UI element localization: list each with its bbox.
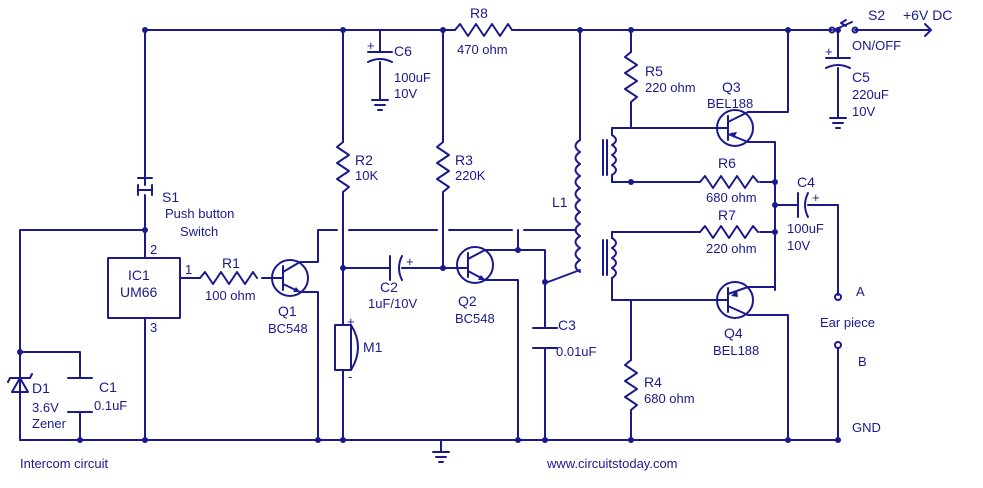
r4-ref: R4 (644, 374, 662, 390)
transistor-q1: Q1 BC548 (268, 259, 309, 336)
r1-value: 100 ohm (205, 288, 256, 303)
q2-part: BC548 (455, 311, 495, 326)
wires (19, 29, 931, 441)
ground-symbols (432, 439, 450, 463)
ic1-part: UM66 (120, 284, 158, 300)
s2-label: ON/OFF (852, 38, 901, 53)
c5-voltage: 10V (852, 104, 875, 119)
ic1-pin3: 3 (150, 320, 157, 335)
r7-ref: R7 (718, 207, 736, 223)
capacitor-c6: + C6 100uF 10V (367, 38, 431, 111)
resistor-r7: R7 220 ohm (699, 207, 759, 256)
coupling-coils (602, 127, 617, 301)
d1-value: 3.6V (32, 400, 59, 415)
earpiece-terminals: A Ear piece B GND (820, 284, 881, 435)
r8-value: 470 ohm (457, 42, 508, 57)
ear-piece-label: Ear piece (820, 315, 875, 330)
ic1-pin2: 2 (150, 242, 157, 257)
d1-ref: D1 (32, 380, 50, 396)
c1-ref: C1 (99, 379, 117, 395)
r6-value: 680 ohm (706, 190, 757, 205)
gnd-label: GND (852, 420, 881, 435)
r5-ref: R5 (645, 63, 663, 79)
supply-label: +6V DC (903, 7, 952, 23)
junctions (17, 27, 841, 443)
capacitor-c5: + C5 220uF 10V (825, 44, 889, 129)
resistor-r3: R3 220K (436, 141, 486, 193)
q3-ref: Q3 (722, 79, 741, 95)
r5-value: 220 ohm (645, 80, 696, 95)
resistor-r2: R2 10K (336, 141, 378, 193)
s1-ref: S1 (162, 189, 179, 205)
resistor-r8: R8 470 ohm (454, 5, 513, 57)
r2-value: 10K (355, 168, 378, 183)
microphone-m1: + - M1 (334, 314, 383, 384)
transistor-q3: Q3 BEL188 (707, 79, 754, 147)
c6-value: 100uF (394, 70, 431, 85)
m1-ref: M1 (363, 339, 383, 355)
switch-s1: S1 Push button Switch (137, 177, 234, 239)
ear-b-label: B (858, 354, 867, 369)
capacitor-c4: + C4 100uF 10V (787, 174, 824, 253)
s2-ref: S2 (868, 7, 885, 23)
c5-value: 220uF (852, 87, 889, 102)
zener-d1: D1 3.6V Zener (7, 373, 67, 431)
c4-voltage: 10V (787, 238, 810, 253)
resistor-r4: R4 680 ohm (624, 359, 695, 421)
c2-plus: + (406, 254, 414, 269)
resistor-r6: R6 680 ohm (699, 155, 759, 205)
c1-value: 0.1uF (94, 398, 127, 413)
c3-value: 0.01uF (556, 344, 597, 359)
c6-plus: + (367, 38, 375, 53)
c5-plus: + (825, 44, 833, 59)
transistor-q2: Q2 BC548 (455, 246, 495, 326)
c4-ref: C4 (797, 174, 815, 190)
capacitor-c2: + C2 1uF/10V (368, 254, 417, 311)
q2-ref: Q2 (458, 293, 477, 309)
c2-value: 1uF/10V (368, 296, 417, 311)
c6-ref: C6 (394, 43, 412, 59)
resistor-r5: R5 220 ohm (624, 51, 696, 109)
q4-part: BEL188 (713, 343, 759, 358)
c3-ref: C3 (558, 317, 576, 333)
c5-ref: C5 (852, 69, 870, 85)
c6-voltage: 10V (394, 86, 417, 101)
c2-ref: C2 (380, 279, 398, 295)
transistor-q4: Q4 BEL188 (713, 281, 759, 358)
website-label: www.circuitstoday.com (546, 456, 678, 471)
r4-value: 680 ohm (644, 391, 695, 406)
d1-type: Zener (32, 416, 67, 431)
s1-label2: Switch (180, 224, 218, 239)
c4-plus: + (812, 190, 820, 205)
q1-ref: Q1 (278, 303, 297, 319)
r2-ref: R2 (355, 152, 373, 168)
switch-s2: S2 ON/OFF +6V DC (828, 7, 952, 53)
l1-ref: L1 (552, 194, 568, 210)
q4-ref: Q4 (724, 325, 743, 341)
capacitor-c1: C1 0.1uF (67, 377, 127, 413)
ic1-pin1: 1 (185, 262, 192, 277)
r6-ref: R6 (718, 155, 736, 171)
s1-label1: Push button (165, 206, 234, 221)
diagram-title: Intercom circuit (20, 456, 109, 471)
r1-ref: R1 (222, 255, 240, 271)
r3-value: 220K (455, 168, 486, 183)
ic1-um66: IC1 UM66 1 2 3 (107, 242, 192, 335)
inductor-l1: L1 (552, 139, 581, 273)
m1-minus: - (348, 369, 352, 384)
ic1-ref: IC1 (128, 267, 150, 283)
m1-plus: + (347, 314, 355, 329)
q3-part: BEL188 (707, 96, 753, 111)
ear-a-label: A (856, 284, 865, 299)
resistor-r1: R1 100 ohm (199, 255, 258, 303)
capacitor-c3: C3 0.01uF (532, 317, 597, 359)
q1-part: BC548 (268, 321, 308, 336)
r8-ref: R8 (470, 5, 488, 21)
c4-value: 100uF (787, 221, 824, 236)
r3-ref: R3 (455, 152, 473, 168)
r7-value: 220 ohm (706, 241, 757, 256)
